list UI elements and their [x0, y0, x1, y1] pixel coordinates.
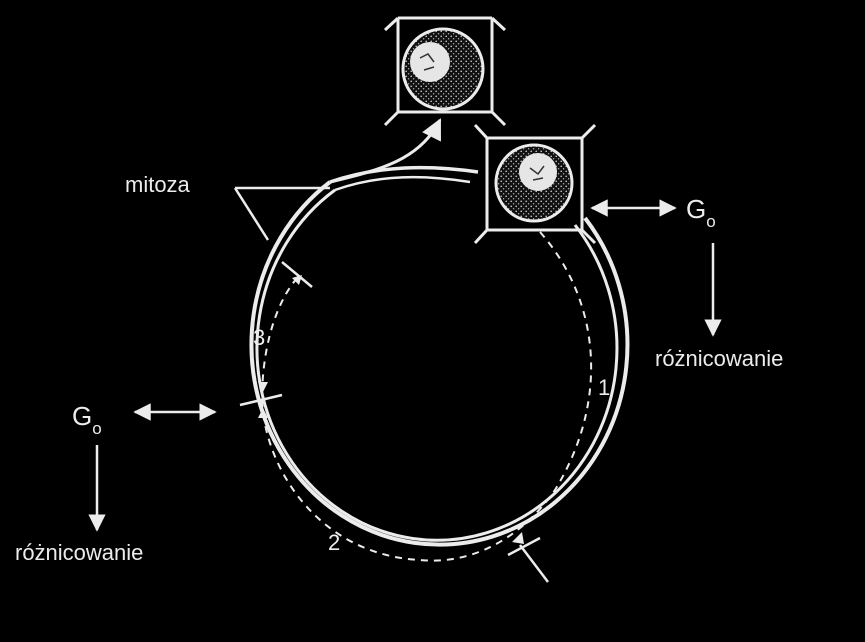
go-left-label: Go	[72, 401, 102, 438]
arrow-to-daughter-cell	[329, 118, 442, 184]
cycle-ring	[249, 165, 630, 547]
phase-track	[260, 231, 593, 562]
go-right-label: Go	[686, 194, 716, 231]
roznicowanie-left-label: różnicowanie	[15, 540, 143, 565]
mitoza-label: mitoza	[125, 172, 191, 197]
phase-3-label: 3	[253, 325, 265, 350]
phase-2-label: 2	[328, 530, 340, 555]
cell-on-cycle	[473, 123, 597, 245]
daughter-cell-top	[383, 16, 507, 127]
phase-boundaries	[239, 261, 549, 583]
phase-1-label: 1	[598, 375, 610, 400]
roznicowanie-right-label: różnicowanie	[655, 346, 783, 371]
mitoza-pointer	[233, 186, 330, 241]
phase-boundary-arrows	[258, 275, 524, 544]
